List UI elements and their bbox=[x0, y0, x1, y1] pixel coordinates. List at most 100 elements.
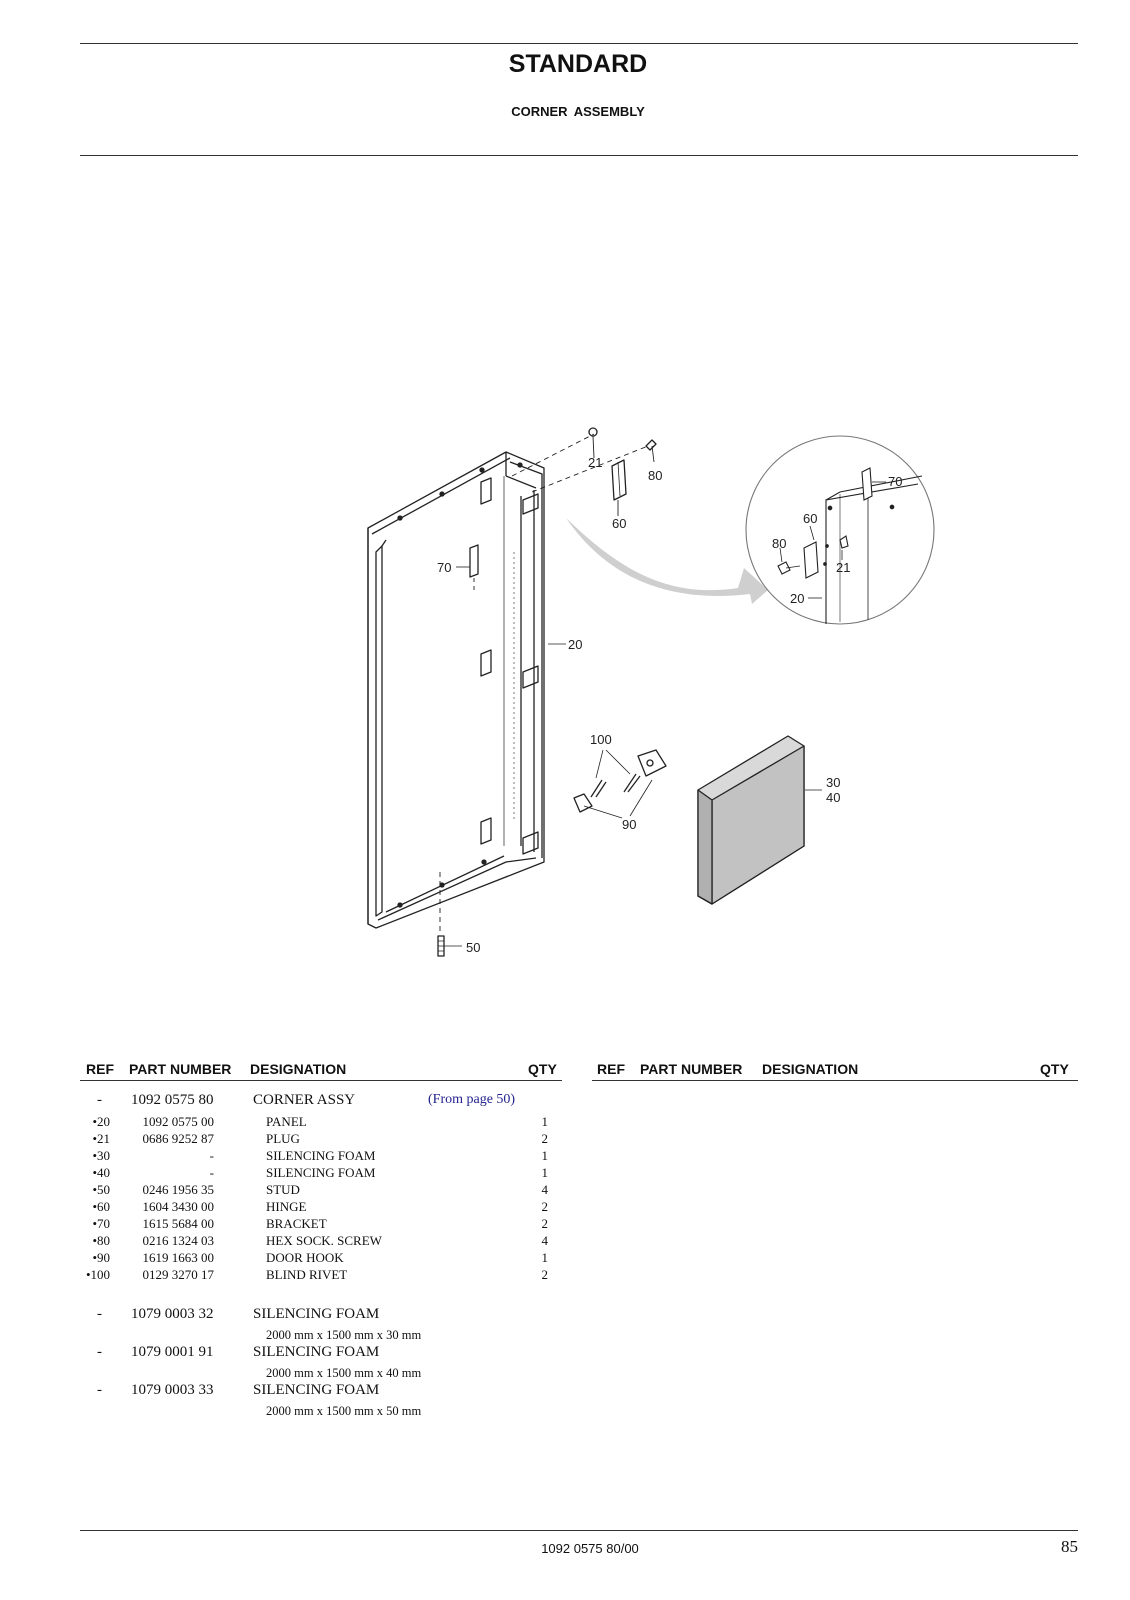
foam-spec: 2000 mm x 1500 mm x 40 mm bbox=[266, 1366, 422, 1380]
row-ref: •80 bbox=[92, 1233, 110, 1248]
callout-30: 30 bbox=[826, 775, 840, 790]
header-rule bbox=[80, 155, 1078, 156]
main-item-designation: CORNER ASSY bbox=[253, 1092, 356, 1108]
row-part-number: 1615 5684 00 bbox=[142, 1216, 215, 1231]
foam-part-number: 1079 0003 33 bbox=[131, 1382, 214, 1398]
page-subtitle: CORNER ASSEMBLY bbox=[511, 104, 645, 119]
foam-item-row: - 1079 0003 33 SILENCING FOAM bbox=[0, 1382, 560, 1399]
callout-40: 40 bbox=[826, 790, 840, 805]
foam-item-row: - 1079 0001 91 SILENCING FOAM bbox=[0, 1344, 560, 1361]
row-qty: 1 bbox=[541, 1148, 549, 1163]
row-ref: •60 bbox=[92, 1199, 110, 1214]
row-designation: PLUG bbox=[266, 1131, 300, 1146]
foam-ref: - bbox=[97, 1306, 102, 1322]
row-ref: •21 bbox=[92, 1131, 110, 1146]
col-header-designation: DESIGNATION bbox=[250, 1061, 347, 1077]
row-designation: PANEL bbox=[266, 1114, 307, 1129]
row-part-number: 0216 1324 03 bbox=[142, 1233, 215, 1248]
footer-rule bbox=[80, 1530, 1078, 1531]
detail-callout-70: 70 bbox=[888, 474, 902, 489]
row-designation: HEX SOCK. SCREW bbox=[266, 1233, 382, 1248]
row-ref: •20 bbox=[92, 1114, 110, 1129]
table-row: •21 0686 9252 87 PLUG 2 bbox=[0, 1131, 560, 1148]
foam-ref: - bbox=[97, 1344, 102, 1360]
row-designation: DOOR HOOK bbox=[266, 1250, 344, 1265]
page-number: 85 bbox=[1061, 1537, 1078, 1556]
row-part-number: 0246 1956 35 bbox=[142, 1182, 215, 1197]
row-part-number: 0686 9252 87 bbox=[142, 1131, 215, 1146]
header-underline-left bbox=[80, 1080, 562, 1081]
detail-arrow bbox=[566, 518, 768, 604]
foam-designation: SILENCING FOAM bbox=[253, 1344, 380, 1360]
detail-callout-80: 80 bbox=[772, 536, 786, 551]
table-row: •30 - SILENCING FOAM 1 bbox=[0, 1148, 560, 1165]
callout-90: 90 bbox=[622, 817, 636, 832]
detail-callout-20: 20 bbox=[790, 591, 804, 606]
row-designation: BLIND RIVET bbox=[266, 1267, 348, 1282]
table-row: •50 0246 1956 35 STUD 4 bbox=[0, 1182, 560, 1199]
table-row: •70 1615 5684 00 BRACKET 2 bbox=[0, 1216, 560, 1233]
row-ref: •90 bbox=[92, 1250, 110, 1265]
row-qty: 1 bbox=[541, 1250, 549, 1265]
foam-item-row: - 1079 0003 32 SILENCING FOAM bbox=[0, 1306, 560, 1323]
foam-part-number: 1079 0001 91 bbox=[131, 1344, 214, 1360]
row-qty: 2 bbox=[541, 1216, 549, 1231]
row-part-number: - bbox=[209, 1148, 214, 1163]
col-header-designation-right: DESIGNATION bbox=[762, 1061, 859, 1077]
table-row: •60 1604 3430 00 HINGE 2 bbox=[0, 1199, 560, 1216]
callout-100: 100 bbox=[590, 732, 612, 747]
col-header-part-number-right: PART NUMBER bbox=[640, 1061, 743, 1077]
table-row: •80 0216 1324 03 HEX SOCK. SCREW 4 bbox=[0, 1233, 560, 1250]
main-item-ref: - bbox=[97, 1092, 102, 1108]
foam-designation: SILENCING FOAM bbox=[253, 1382, 380, 1398]
foam-spec: 2000 mm x 1500 mm x 30 mm bbox=[266, 1328, 422, 1342]
row-part-number: 1092 0575 00 bbox=[142, 1114, 215, 1129]
foam-designation: SILENCING FOAM bbox=[253, 1306, 380, 1322]
row-designation: HINGE bbox=[266, 1199, 307, 1214]
page-title: STANDARD bbox=[508, 50, 648, 78]
table-row: •40 - SILENCING FOAM 1 bbox=[0, 1165, 560, 1182]
row-designation: SILENCING FOAM bbox=[266, 1148, 376, 1163]
table-row: •100 0129 3270 17 BLIND RIVET 2 bbox=[0, 1267, 560, 1284]
callout-21: 21 bbox=[588, 455, 602, 470]
row-qty: 2 bbox=[541, 1199, 549, 1214]
header-underline-right bbox=[592, 1080, 1078, 1081]
foam-part-number: 1079 0003 32 bbox=[131, 1306, 214, 1322]
row-ref: •70 bbox=[92, 1216, 110, 1231]
top-rule bbox=[80, 43, 1078, 44]
callout-20: 20 bbox=[568, 637, 582, 652]
callout-70: 70 bbox=[437, 560, 451, 575]
row-ref: •40 bbox=[92, 1165, 110, 1180]
detail-callout-21: 21 bbox=[836, 560, 850, 575]
row-ref: •30 bbox=[92, 1148, 110, 1163]
row-qty: 1 bbox=[541, 1114, 549, 1129]
row-part-number: 0129 3270 17 bbox=[142, 1267, 215, 1282]
callout-50: 50 bbox=[466, 940, 480, 955]
main-item-row: - 1092 0575 80 CORNER ASSY bbox=[0, 1092, 560, 1109]
row-qty: 4 bbox=[541, 1233, 549, 1248]
col-header-qty-right: QTY bbox=[1040, 1061, 1069, 1077]
row-part-number: 1619 1663 00 bbox=[142, 1250, 215, 1265]
row-designation: BRACKET bbox=[266, 1216, 327, 1231]
row-ref: •100 bbox=[85, 1267, 110, 1282]
exploded-view-drawing: 21 80 60 70 20 100 90 30 40 50 70 60 80 … bbox=[367, 427, 935, 957]
from-page-link[interactable]: (From page 50) bbox=[428, 1092, 516, 1107]
col-header-ref: REF bbox=[86, 1061, 114, 1077]
detail-callout-60: 60 bbox=[803, 511, 817, 526]
row-designation: STUD bbox=[266, 1182, 300, 1197]
callout-60: 60 bbox=[612, 516, 626, 531]
table-row: •90 1619 1663 00 DOOR HOOK 1 bbox=[0, 1250, 560, 1267]
row-part-number: 1604 3430 00 bbox=[142, 1199, 215, 1214]
row-qty: 1 bbox=[541, 1165, 549, 1180]
row-qty: 2 bbox=[541, 1267, 549, 1282]
row-qty: 4 bbox=[541, 1182, 549, 1197]
row-qty: 2 bbox=[541, 1131, 549, 1146]
table-row: •20 1092 0575 00 PANEL 1 bbox=[0, 1114, 560, 1131]
row-part-number: - bbox=[209, 1165, 214, 1180]
col-header-ref-right: REF bbox=[597, 1061, 625, 1077]
col-header-part-number: PART NUMBER bbox=[129, 1061, 232, 1077]
main-item-part-number: 1092 0575 80 bbox=[131, 1092, 214, 1108]
foam-spec: 2000 mm x 1500 mm x 50 mm bbox=[266, 1404, 422, 1418]
foam-ref: - bbox=[97, 1382, 102, 1398]
